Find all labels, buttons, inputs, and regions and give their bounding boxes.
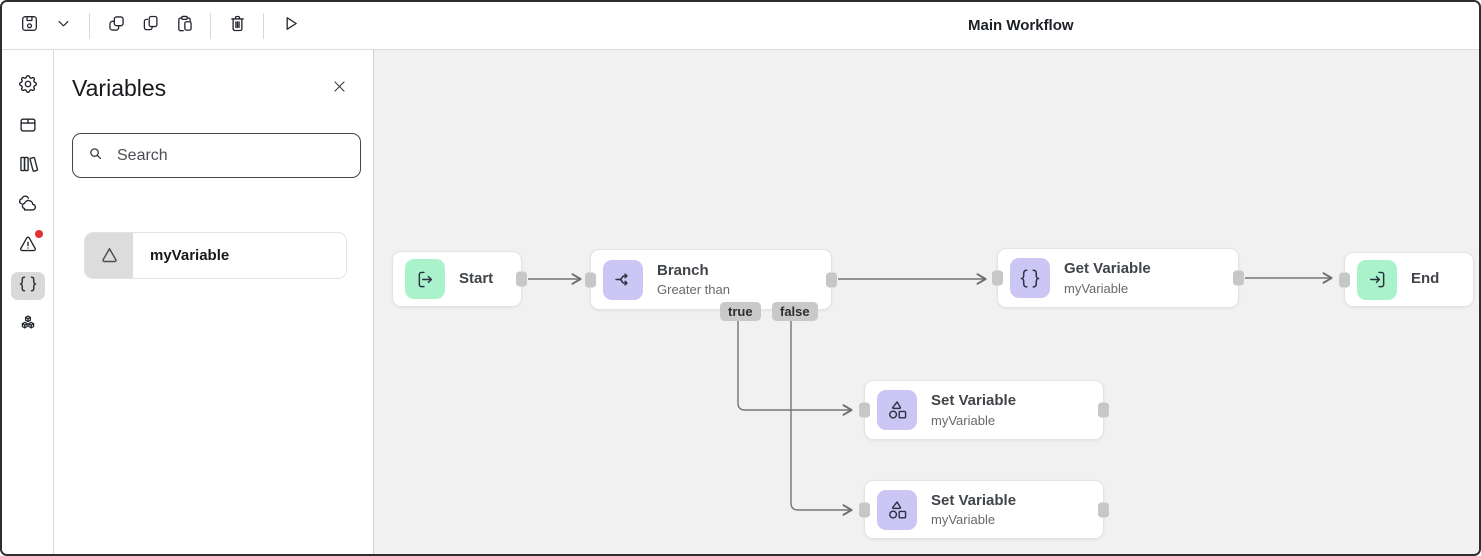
node-subtitle: myVariable bbox=[931, 512, 996, 528]
node-start[interactable]: Start bbox=[392, 251, 527, 307]
copy-button[interactable] bbox=[133, 9, 167, 43]
input-handle[interactable] bbox=[859, 402, 870, 418]
node-text: Get Variable myVariable bbox=[1064, 260, 1151, 296]
left-icon-rail bbox=[2, 50, 54, 554]
rail-item-alerts[interactable] bbox=[11, 230, 45, 260]
save-button[interactable] bbox=[12, 9, 46, 43]
library-icon bbox=[17, 153, 39, 180]
node-set-variable-false[interactable]: Set Variable myVariable bbox=[859, 480, 1109, 539]
input-handle[interactable] bbox=[585, 272, 596, 287]
node-title: Set Variable bbox=[931, 491, 1017, 509]
workflow-canvas[interactable]: Start Branch Greater than true false bbox=[374, 50, 1479, 554]
node-subtitle: myVariable bbox=[931, 412, 996, 428]
variables-panel: Variables myVariable bbox=[54, 50, 374, 554]
save-icon bbox=[19, 13, 40, 39]
node-set-variable-true[interactable]: Set Variable myVariable bbox=[859, 380, 1109, 440]
edge-branch-true-setvariable[interactable] bbox=[737, 320, 853, 416]
workflow-title: Main Workflow bbox=[968, 17, 1074, 34]
cubes-icon bbox=[17, 313, 39, 340]
node-branch[interactable]: Branch Greater than true false bbox=[585, 249, 837, 321]
paste-button[interactable] bbox=[167, 9, 201, 43]
variables-search bbox=[72, 133, 361, 178]
run-button[interactable] bbox=[273, 9, 307, 43]
delete-button[interactable] bbox=[220, 9, 254, 43]
node-title: Set Variable bbox=[931, 392, 1017, 410]
trash-icon bbox=[227, 13, 248, 39]
node-text: Set Variable myVariable bbox=[931, 392, 1016, 428]
edge-branch-false-setvariable[interactable] bbox=[790, 320, 853, 516]
toolbar-separator bbox=[210, 12, 211, 39]
output-handle[interactable] bbox=[1233, 270, 1244, 286]
rail-item-settings[interactable] bbox=[11, 72, 45, 100]
node-title: Branch bbox=[657, 261, 709, 279]
search-icon bbox=[86, 144, 105, 168]
rail-item-library[interactable] bbox=[11, 152, 45, 180]
warning-icon bbox=[17, 233, 39, 260]
branch-output-true[interactable]: true bbox=[720, 302, 761, 321]
node-text: Set Variable myVariable bbox=[931, 492, 1016, 528]
node-get-variable[interactable]: Get Variable myVariable bbox=[992, 248, 1244, 308]
node-subtitle: myVariable bbox=[1064, 280, 1129, 296]
search-input[interactable] bbox=[115, 145, 347, 166]
output-handle[interactable] bbox=[516, 271, 527, 287]
play-icon bbox=[280, 13, 301, 39]
package-icon bbox=[17, 113, 39, 140]
paste-icon bbox=[174, 13, 195, 39]
output-handle[interactable] bbox=[1098, 502, 1109, 517]
toolbar-separator bbox=[263, 12, 264, 39]
toolbar: Main Workflow bbox=[2, 2, 1479, 50]
branch-output-false[interactable]: false bbox=[772, 302, 818, 321]
node-title: Start bbox=[459, 269, 494, 287]
copy-icon bbox=[140, 13, 161, 39]
chevron-down-icon bbox=[54, 14, 73, 38]
node-text: Start bbox=[459, 270, 493, 289]
alert-badge bbox=[34, 230, 43, 238]
input-handle[interactable] bbox=[859, 502, 870, 517]
input-handle[interactable] bbox=[992, 270, 1003, 286]
clouds-icon bbox=[17, 193, 39, 220]
node-text: Branch Greater than bbox=[657, 262, 730, 298]
variable-list-item[interactable]: myVariable bbox=[84, 232, 347, 279]
rail-item-cloud[interactable] bbox=[11, 192, 45, 220]
rail-item-components[interactable] bbox=[11, 112, 45, 140]
gear-icon bbox=[17, 73, 39, 100]
node-title: Get Variable bbox=[1064, 260, 1151, 278]
start-icon bbox=[405, 259, 445, 299]
node-end[interactable]: End bbox=[1339, 252, 1474, 307]
shapes-icon bbox=[877, 390, 917, 430]
output-handle[interactable] bbox=[826, 272, 837, 287]
input-handle[interactable] bbox=[1339, 272, 1350, 287]
rail-item-variables[interactable] bbox=[10, 272, 45, 300]
braces-icon bbox=[1010, 258, 1050, 298]
end-icon bbox=[1357, 259, 1397, 300]
triangle-icon bbox=[85, 233, 133, 278]
node-subtitle: Greater than bbox=[657, 282, 730, 298]
output-handle[interactable] bbox=[1098, 402, 1109, 418]
toolbar-separator bbox=[89, 12, 90, 39]
duplicate-button[interactable] bbox=[99, 9, 133, 43]
close-icon bbox=[331, 78, 348, 100]
node-text: End bbox=[1411, 270, 1439, 289]
panel-close-button[interactable] bbox=[327, 77, 351, 101]
panel-title: Variables bbox=[72, 75, 167, 101]
rail-item-blocks[interactable] bbox=[11, 312, 45, 340]
save-options-button[interactable] bbox=[46, 9, 80, 43]
panel-header: Variables bbox=[54, 50, 373, 102]
duplicate-icon bbox=[106, 13, 127, 39]
edge-layer bbox=[528, 272, 1333, 516]
shapes-icon bbox=[877, 489, 917, 530]
braces-icon bbox=[17, 273, 39, 300]
branch-icon bbox=[603, 259, 643, 300]
variable-name: myVariable bbox=[150, 247, 230, 264]
node-title: End bbox=[1411, 270, 1440, 288]
